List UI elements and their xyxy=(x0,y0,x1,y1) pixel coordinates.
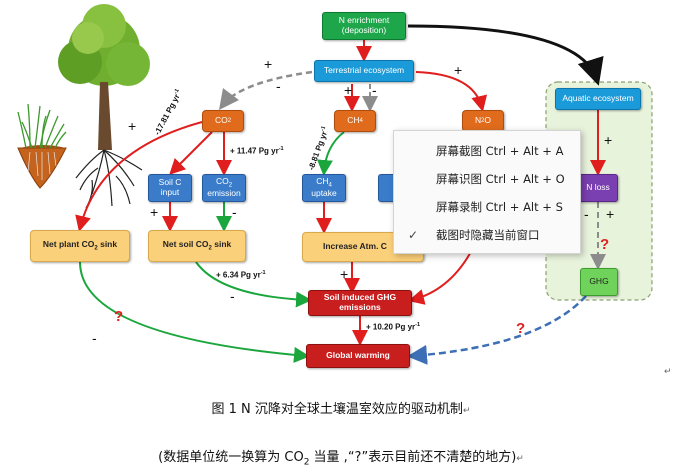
flux-label-1020: + 10.20 Pg yr-1 xyxy=(366,322,421,332)
sign-minus: - xyxy=(584,206,589,222)
figure-note: (数据单位统一换算为 CO2 当量 ,“?”表示目前还不清楚的地方)↵ xyxy=(158,450,524,468)
unknown-mark: ? xyxy=(516,320,526,337)
sign-minus: - xyxy=(372,82,377,98)
flux-label-1147: + 11.47 Pg yr-1 xyxy=(230,146,284,156)
flux-label-634: + 6.34 Pg yr-1 xyxy=(216,270,266,280)
aquatic-ecosystem-box: Aquatic ecosystem xyxy=(555,88,641,110)
tree-illustration xyxy=(58,4,150,209)
net-soil-sink-box: Net soil CO2 sink xyxy=(148,230,246,262)
co2-to-soilc-arrow xyxy=(169,131,213,175)
sign-plus: + xyxy=(340,266,349,282)
menu-item-hide-window[interactable]: ✓ 截图时隐藏当前窗口 xyxy=(408,228,540,242)
unknown-mark: ? xyxy=(600,236,610,253)
co2-to-plant-sink-arrow xyxy=(75,121,203,232)
sign-plus: + xyxy=(604,132,613,148)
sign-plus: + xyxy=(150,204,159,220)
menu-item-screenshot[interactable]: 屏幕截图 Ctrl + Alt + A xyxy=(436,144,564,158)
sign-minus: - xyxy=(276,78,281,94)
plant-sink-to-warming-arrow xyxy=(79,261,310,363)
soil-ghg-box: Soil induced GHG emissions xyxy=(308,290,412,316)
n-loss-box: N loss xyxy=(578,174,618,202)
terrestrial-to-co2-arrow xyxy=(218,70,313,110)
menu-item-ocr[interactable]: 屏幕识图 Ctrl + Alt + O xyxy=(436,172,565,186)
grass-illustration xyxy=(17,103,67,189)
terrestrial-to-n2o-arrow xyxy=(415,71,488,112)
n-to-aquatic-arrow xyxy=(407,24,604,86)
co2-emission-box: CO2 emission xyxy=(202,174,246,202)
menu-item-record[interactable]: 屏幕录制 Ctrl + Alt + S xyxy=(436,200,563,214)
check-icon: ✓ xyxy=(408,228,419,242)
screenshot-context-menu: 屏幕截图 Ctrl + Alt + A 屏幕识图 Ctrl + Alt + O … xyxy=(393,130,581,254)
global-warming-box: Global warming xyxy=(306,344,410,368)
unknown-mark: ? xyxy=(114,308,124,325)
figure-caption: 图 1 N 沉降对全球土壤温室效应的驱动机制↵ xyxy=(211,402,471,417)
sign-plus: + xyxy=(606,206,615,222)
aquatic-ghg-to-warming-arrow xyxy=(407,295,587,365)
ch4-uptake-box: CH4 uptake xyxy=(302,174,346,202)
n-enrichment-box: N enrichment (deposition) xyxy=(322,12,406,40)
ghg-box: GHG xyxy=(580,268,618,296)
sign-minus: - xyxy=(92,330,97,346)
sign-plus: + xyxy=(264,56,273,72)
net-plant-sink-box: Net plant CO2 sink xyxy=(30,230,130,262)
terrestrial-ecosystem-box: Terrestrial ecosystem xyxy=(314,60,414,82)
sign-minus: - xyxy=(232,204,237,220)
sign-plus: + xyxy=(454,62,463,78)
sign-minus: - xyxy=(230,288,235,304)
soil-c-input-box: Soil C input xyxy=(148,174,192,202)
sign-plus: + xyxy=(344,82,353,98)
sign-plus: + xyxy=(128,118,137,134)
ch4-to-uptake-arrow xyxy=(316,131,345,176)
soil-sink-to-ghg-arrow xyxy=(195,261,312,308)
paragraph-mark: ↵ xyxy=(664,366,672,376)
